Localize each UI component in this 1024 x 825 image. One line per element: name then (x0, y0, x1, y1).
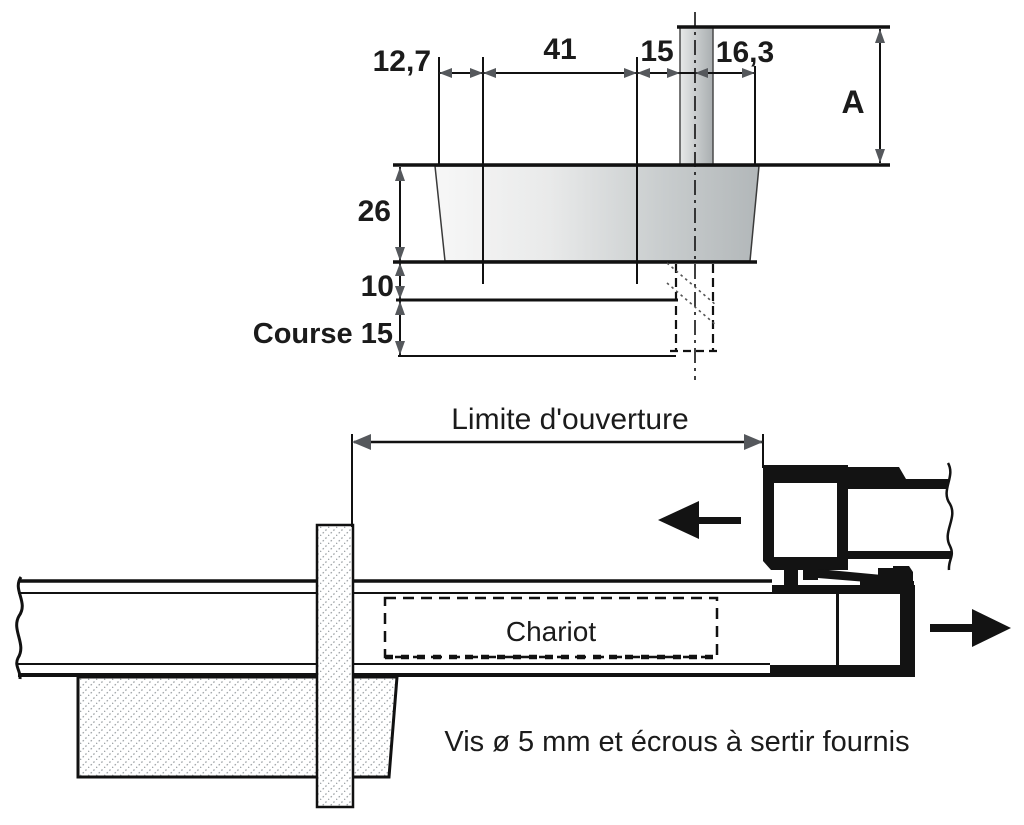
arrowhead (395, 263, 405, 276)
endcap-right-band (900, 585, 915, 677)
dim-label-15: 15 (640, 35, 673, 68)
arrowhead (470, 68, 483, 78)
arrowhead (395, 286, 405, 299)
wall-post (315, 523, 355, 809)
arrow-right-shaft (930, 624, 974, 632)
dim-label-course-15: Course 15 (253, 318, 393, 350)
dim-label-10: 10 (361, 270, 394, 303)
hook-tooth (803, 558, 818, 580)
dim-label-41: 41 (543, 33, 576, 66)
opening-limit-label: Limite d'ouverture (451, 403, 689, 436)
arrowhead (395, 341, 405, 355)
arrowhead (395, 167, 405, 181)
thread-mark-2 (666, 282, 717, 326)
arrowhead (624, 68, 637, 78)
endcap-bottom-band (770, 665, 915, 677)
arrowhead (352, 434, 371, 450)
carriage-outline (383, 596, 719, 659)
arrowhead (875, 149, 885, 163)
hook-vertical (878, 568, 896, 590)
arrowhead (744, 434, 763, 450)
dim-label-12-7: 12,7 (373, 45, 431, 78)
dim-label-26: 26 (358, 195, 391, 228)
arrowhead (395, 247, 405, 261)
arrowhead (875, 29, 885, 43)
dim-label-16-3: 16,3 (716, 36, 774, 69)
hook-slant-bar (818, 569, 892, 584)
panel-break-line (15, 576, 24, 680)
endcap-top-band (772, 585, 913, 594)
leaf-break-line (945, 462, 954, 571)
caption-text: Vis ø 5 mm et écrous à sertir fournis (444, 726, 909, 758)
pin-shaft (680, 28, 713, 166)
arrowhead (439, 68, 452, 78)
top-section-view: 12,7 41 15 16,3 A 26 10 Course 15 (253, 12, 890, 380)
dim-label-A: A (841, 84, 864, 120)
leaf-top-band (845, 467, 957, 489)
arrowhead (395, 301, 405, 315)
arrow-right-head (972, 609, 1011, 647)
leaf-bottom-band (845, 551, 957, 559)
arrow-left-head (658, 501, 699, 539)
thread-mark-1 (666, 262, 717, 306)
arrowhead (483, 68, 496, 78)
arrowhead (695, 68, 708, 78)
arrowhead (742, 68, 755, 78)
installation-view: Chariot Limite d'o (15, 403, 1011, 809)
arrowhead (667, 68, 680, 78)
endcap-tab (893, 566, 913, 585)
jamb-cavity (774, 483, 837, 557)
arrow-left-shaft (697, 517, 741, 524)
leaf-break-mask (946, 463, 990, 570)
endcap-divider (836, 594, 839, 665)
arrowhead (637, 68, 650, 78)
carriage-label: Chariot (506, 616, 596, 647)
